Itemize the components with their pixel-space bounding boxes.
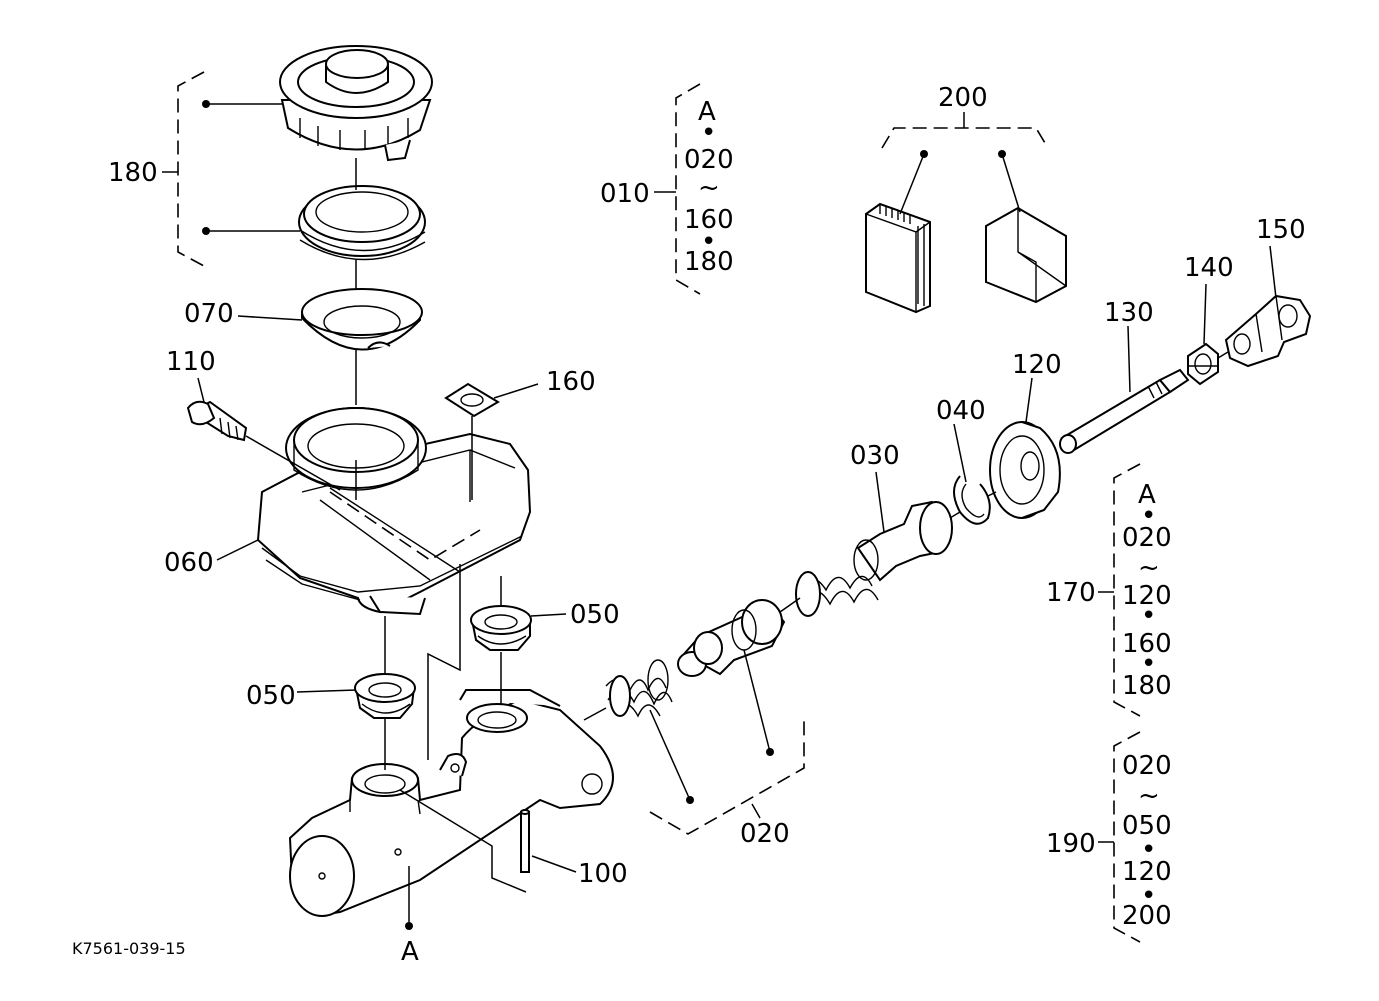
group-010-list: A • 020 ~ 160 • 180 — [684, 97, 734, 277]
svg-text:020: 020 — [1122, 523, 1172, 553]
group-brackets — [177, 71, 1141, 943]
svg-text:050: 050 — [1122, 811, 1172, 841]
svg-text:~: ~ — [1138, 553, 1160, 583]
callout-010: 010 — [600, 179, 650, 209]
callout-060: 060 — [164, 548, 214, 578]
strainer-ring — [298, 185, 426, 261]
svg-text:•: • — [701, 118, 716, 148]
snap-ring — [953, 475, 991, 525]
reservoir-cap — [279, 45, 433, 162]
group-170-list: A • 020 ~ 120 • 160 • 180 — [1122, 480, 1172, 701]
svg-text:A: A — [698, 97, 716, 127]
svg-text:•: • — [1141, 601, 1156, 631]
callout-190: 190 — [1046, 829, 1096, 859]
callout-130: 130 — [1104, 298, 1154, 328]
secondary-piston — [677, 599, 786, 677]
svg-text:•: • — [1141, 501, 1156, 531]
svg-text:180: 180 — [1122, 671, 1172, 701]
svg-text:•: • — [1141, 881, 1156, 911]
seal-kit-packet — [865, 202, 931, 314]
drawing-code: K7561-039-15 — [72, 939, 186, 958]
spring-pin — [520, 809, 530, 873]
instruction-sheet — [985, 206, 1067, 304]
secondary-spring — [605, 659, 673, 718]
callout-160: 160 — [546, 367, 596, 397]
svg-text:020: 020 — [684, 145, 734, 175]
push-rod — [1059, 368, 1190, 454]
svg-text:120: 120 — [1122, 857, 1172, 887]
callout-200: 200 — [938, 83, 988, 113]
callout-labels: 180 070 110 160 060 050 050 100 A 020 03… — [108, 83, 1306, 967]
callout-150: 150 — [1256, 215, 1306, 245]
reference-dots — [202, 100, 1006, 930]
grommet-right — [470, 605, 532, 651]
svg-text:•: • — [701, 227, 716, 257]
callout-050-left: 050 — [246, 681, 296, 711]
clevis — [1224, 294, 1312, 368]
svg-text:•: • — [1141, 835, 1156, 865]
callout-030: 030 — [850, 441, 900, 471]
callout-110: 110 — [166, 347, 216, 377]
leader-lines — [162, 103, 1277, 922]
callout-170: 170 — [1046, 578, 1096, 608]
svg-text:160: 160 — [684, 205, 734, 235]
callout-120: 120 — [1012, 350, 1062, 380]
callout-040: 040 — [936, 396, 986, 426]
callout-140: 140 — [1184, 253, 1234, 283]
grommet-left — [354, 673, 416, 719]
reservoir-tank — [256, 407, 532, 616]
callout-100: 100 — [578, 859, 628, 889]
svg-text:180: 180 — [684, 247, 734, 277]
svg-text:120: 120 — [1122, 581, 1172, 611]
lock-nut — [1187, 342, 1219, 386]
callout-020: 020 — [740, 819, 790, 849]
svg-text:~: ~ — [1138, 781, 1160, 811]
svg-text:A: A — [1138, 480, 1156, 510]
svg-text:020: 020 — [1122, 751, 1172, 781]
svg-text:•: • — [1141, 649, 1156, 679]
callout-050-right: 050 — [570, 600, 620, 630]
master-cylinder-body — [288, 689, 614, 917]
callout-180: 180 — [108, 158, 158, 188]
bolt — [186, 400, 248, 442]
group-190-list: 020 ~ 050 • 120 • 200 — [1122, 751, 1172, 931]
reservoir-seal — [301, 288, 423, 351]
svg-text:160: 160 — [1122, 629, 1172, 659]
label-plate — [444, 382, 500, 418]
callout-070: 070 — [184, 299, 234, 329]
svg-text:~: ~ — [698, 173, 720, 203]
dust-boot — [989, 421, 1061, 519]
svg-text:200: 200 — [1122, 901, 1172, 931]
callout-A-bottom: A — [401, 937, 419, 967]
primary-piston — [795, 500, 953, 617]
